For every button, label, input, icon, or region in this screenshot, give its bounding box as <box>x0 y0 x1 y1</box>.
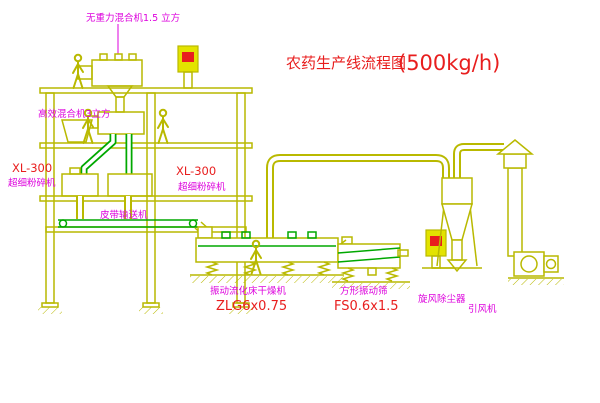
dryer-exhaust-duct <box>266 154 450 240</box>
induced-draft-fan <box>508 251 564 285</box>
label-left-mill-model: XL-300 <box>12 161 52 175</box>
worker-figure <box>72 53 84 89</box>
label-screen-model: FS0.6x1.5 <box>334 299 399 314</box>
belt-conveyor <box>58 219 212 238</box>
label-belt-conveyor: 皮带输送机 <box>100 209 148 221</box>
exhaust-stack <box>495 139 535 257</box>
label-right-mill-name: 超细粉碎机 <box>178 181 226 193</box>
pulverizer-left <box>61 167 99 197</box>
label-top-mixer: 无重力混合机1.5 立方 <box>86 12 180 24</box>
cyclone-dust-collector <box>432 143 504 273</box>
vibrating-screen <box>332 236 410 289</box>
label-second-mixer: 高效混合机3立方 <box>38 108 111 120</box>
label-fan-name: 引风机 <box>468 303 497 315</box>
label-right-mill-model: XL-300 <box>176 164 216 178</box>
top-mixer <box>77 24 143 113</box>
pulverizer-right <box>107 173 153 197</box>
fluid-bed-dryer <box>190 226 349 283</box>
diagram-title: 农药生产线流程图 <box>286 54 406 72</box>
worker-figure <box>157 108 169 144</box>
label-screen-name: 方形振动筛 <box>340 285 388 297</box>
label-dryer-model: ZLG6x0.75 <box>216 299 287 314</box>
labels: 农药生产线流程图 (500kg/h) 无重力混合机1.5 立方 高效混合机3立方… <box>8 12 500 315</box>
mixer-discharge-chute <box>80 134 133 174</box>
label-left-mill-name: 超细粉碎机 <box>8 177 56 189</box>
diagram-capacity: (500kg/h) <box>398 51 500 75</box>
pulverizer-discharge-pipes <box>76 196 132 219</box>
building-structure <box>38 87 253 314</box>
label-cyclone-name: 旋风除尘器 <box>418 293 466 305</box>
label-dryer-name: 振动流化床干燥机 <box>210 285 287 297</box>
control-cabinet-top <box>177 45 199 89</box>
